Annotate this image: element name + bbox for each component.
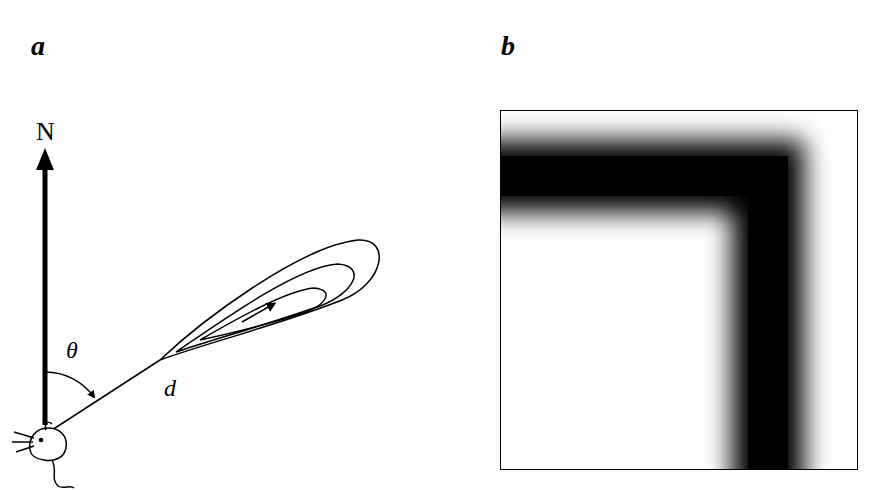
rate-map xyxy=(470,111,858,490)
panel-letter: a xyxy=(31,32,45,60)
north-arrowhead xyxy=(36,148,54,170)
field-arrow xyxy=(242,305,272,322)
direction-line xyxy=(52,360,160,430)
place-field-contours xyxy=(160,240,379,360)
north-label: N xyxy=(36,119,55,145)
angle-label: θ xyxy=(66,338,78,362)
north-arrow xyxy=(43,162,48,425)
rat-head xyxy=(12,422,74,488)
angle-arc xyxy=(45,372,94,397)
panel-letter: b xyxy=(501,32,515,60)
distance-label: d xyxy=(164,376,176,400)
